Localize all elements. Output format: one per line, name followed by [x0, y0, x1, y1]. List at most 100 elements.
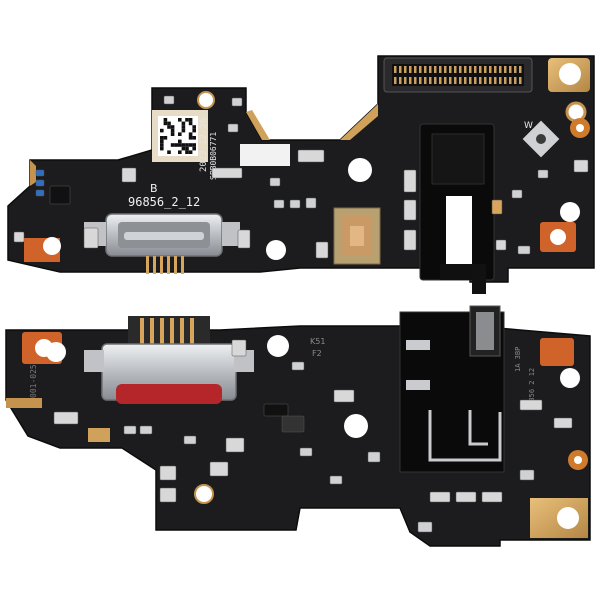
connector-pin [494, 77, 497, 84]
qr-cell [188, 143, 193, 147]
qr-cell [188, 132, 193, 136]
smd-part [183, 435, 197, 445]
usb-c-port [84, 213, 240, 274]
bottom-board: 001-025 K51 F2 1A 3BP 96856 2 12 [5, 305, 591, 547]
connector-pin [424, 66, 427, 73]
qr-cell [163, 118, 168, 122]
antenna-connector [522, 120, 560, 158]
mounting-hole [557, 507, 579, 529]
smd-part [573, 159, 589, 173]
connector-pin [429, 77, 432, 84]
mounting-hole [197, 91, 215, 109]
connector-pin [454, 77, 457, 84]
top-board: 2023-12-26 SPB0B06771 B 96856_2_12 [7, 55, 595, 294]
usb-lead [181, 256, 184, 274]
smd-part [517, 245, 531, 255]
connector-pin [404, 66, 407, 73]
headphone-jack [419, 123, 495, 294]
connector-pin [414, 77, 417, 84]
chip-mark: 1A 3BP [514, 347, 522, 372]
smd-part [519, 399, 543, 411]
qr-cell [192, 125, 196, 129]
qr-cell [163, 121, 168, 126]
mounting-hole [267, 335, 289, 357]
qr-cell [185, 118, 189, 122]
board-code: K51 [310, 337, 325, 346]
serial-code: SPB0B06771 [209, 132, 218, 180]
qr-cell [181, 143, 186, 147]
gold-edge [340, 104, 378, 140]
qr-cell [160, 139, 164, 144]
smd-part [455, 491, 477, 503]
qr-cell [185, 143, 189, 147]
usb-lead [160, 256, 163, 274]
connector-pin [474, 77, 477, 84]
smd-part [291, 361, 305, 371]
usb-lead [146, 256, 149, 274]
side-code: 001-025 [29, 364, 38, 398]
connector-pin [464, 66, 467, 73]
connector-pin [394, 66, 397, 73]
smd-part [35, 189, 45, 197]
mounting-hole [540, 338, 580, 388]
qr-cell [185, 150, 189, 154]
usb-lead [150, 318, 154, 346]
qr-cell [181, 121, 186, 126]
qr-cell [192, 136, 196, 140]
qr-cell [167, 150, 171, 154]
connector-pin [514, 77, 517, 84]
smd-part [159, 487, 177, 503]
qr-cell [167, 125, 171, 129]
connector-pin [489, 77, 492, 84]
smd-part [139, 425, 153, 435]
smd-part [281, 415, 305, 433]
smd-part [123, 425, 137, 435]
connector-pin [484, 66, 487, 73]
connector-pin [414, 66, 417, 73]
smd-part [289, 199, 301, 209]
mounting-hole [348, 158, 372, 182]
usb-lead [167, 256, 170, 274]
smd-part [225, 437, 245, 453]
revision-mark: B [150, 182, 158, 195]
connector-pin [394, 77, 397, 84]
smd-part [211, 167, 243, 179]
mounting-hole [24, 237, 61, 262]
smd-part [329, 475, 343, 485]
board-code: F2 [312, 349, 322, 358]
qr-cell [160, 136, 164, 140]
connector-pin [419, 66, 422, 73]
usb-lead [153, 256, 156, 274]
usb-lead [180, 318, 184, 346]
mounting-hole [548, 58, 590, 92]
qr-cell [181, 128, 186, 133]
smd-part [83, 227, 99, 249]
connector-pin [494, 66, 497, 73]
headphone-jack [399, 305, 505, 473]
smd-part [537, 169, 549, 179]
connector-pin [419, 77, 422, 84]
connector-pin [434, 66, 437, 73]
smd-part [481, 491, 503, 503]
qr-cell [188, 121, 193, 126]
qr-cell [192, 143, 196, 147]
gold-edge [246, 110, 270, 140]
connector-pin [469, 77, 472, 84]
gold-edge [6, 398, 42, 408]
smd-part [495, 239, 507, 251]
connector-pin [424, 77, 427, 84]
smd-part [263, 403, 289, 417]
connector-pin [514, 66, 517, 73]
smd-part [159, 465, 177, 481]
connector-pin [409, 66, 412, 73]
side-key-pad [333, 207, 381, 265]
qr-cell [178, 132, 182, 136]
usb-lead [160, 318, 164, 346]
gold-pad [88, 428, 110, 442]
smd-components [13, 95, 589, 259]
smd-part [491, 199, 503, 215]
connector-pin [459, 77, 462, 84]
connector-pin [444, 77, 447, 84]
qr-cell [178, 118, 182, 122]
smd-part [417, 521, 433, 533]
